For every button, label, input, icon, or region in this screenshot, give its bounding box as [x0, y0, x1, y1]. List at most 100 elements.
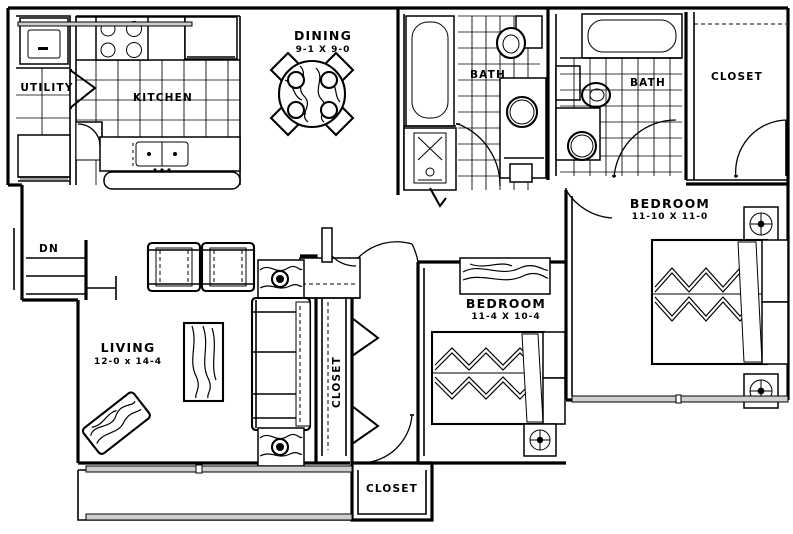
patio-rail-bottom [85, 513, 353, 521]
patio-rail-top [85, 465, 353, 473]
end-table-b [257, 427, 305, 467]
closet-1: CLOSET [684, 12, 789, 186]
place-setting [286, 70, 306, 90]
utility-bifold-door[interactable] [69, 69, 97, 109]
room-label-bedroom-2: BEDROOM [466, 296, 546, 311]
patio-door-marker [195, 464, 203, 474]
room-label-kitchen: KITCHEN [133, 92, 193, 104]
place-setting [319, 70, 339, 90]
armchair-b [200, 241, 256, 293]
sink-drain [173, 152, 177, 156]
accent-chair-grain [90, 400, 142, 444]
washer-drum [27, 29, 61, 59]
room-dim-bedroom-1: 11-10 X 11-0 [632, 212, 709, 222]
room-label-closet-3: CLOSET [366, 483, 418, 495]
closet3-door[interactable] [359, 414, 414, 464]
dresser-2 [459, 257, 551, 295]
toilet-2-seat [589, 88, 605, 102]
bedroom1-door[interactable] [565, 188, 613, 219]
vanity-1-basin [509, 99, 535, 125]
burner [126, 42, 142, 58]
bed-2-comforter-pattern [433, 347, 541, 400]
bed-2-pillow-b [542, 331, 566, 379]
living-room: LIVING 12-0 x 14-4 DN [26, 240, 312, 467]
room-label-living: LIVING [101, 340, 156, 355]
hall-closet-head [299, 257, 361, 299]
dining-room: DINING 9-1 X 9-0 [269, 28, 355, 137]
window-mullion [675, 394, 682, 404]
hall-and-closets: CLOSET CLOSET [299, 227, 434, 522]
coffee-table [182, 321, 225, 403]
room-label-closet-1: CLOSET [711, 71, 763, 83]
stairs-down-label: DN [39, 243, 59, 255]
bath1-door[interactable] [429, 123, 501, 208]
hall-door[interactable] [321, 227, 357, 267]
bathtub-1-basin [411, 21, 449, 119]
coffee-table-grain [191, 325, 217, 399]
armchair-a-seat [155, 247, 193, 287]
closet1-door[interactable] [734, 119, 789, 179]
end-table-b-grain [259, 433, 303, 457]
accent-chair [81, 391, 151, 455]
dryer [17, 134, 71, 178]
armchair-a [146, 241, 202, 293]
room-label-bath-2: BATH [630, 77, 666, 89]
utility-room: UTILITY [16, 15, 97, 185]
armchair-b-seat [209, 247, 247, 287]
end-table-a-grain [259, 265, 303, 289]
bed-1-pillow-b [761, 239, 789, 303]
sofa-back [295, 301, 311, 427]
stairs-down: DN [26, 240, 117, 300]
bed-2-pillow-c [542, 377, 566, 425]
base-cabinet [75, 121, 103, 161]
closet2-bifold-door[interactable] [351, 317, 380, 445]
faucet-fitting [153, 168, 157, 172]
end-table-a [257, 259, 305, 299]
bed-1-pillow-c [761, 301, 789, 365]
washer-control [38, 47, 48, 50]
bathtub-2-basin [587, 19, 677, 53]
bedroom-2: BEDROOM 11-4 X 10-4 [357, 241, 566, 465]
lamp-a-base [276, 275, 284, 283]
bath-1: BATH [396, 8, 547, 208]
burner [100, 42, 116, 58]
room-label-dining: DINING [294, 28, 352, 43]
bedroom2-door[interactable] [357, 241, 419, 263]
sink-drain [147, 152, 151, 156]
room-dim-living: 12-0 x 14-4 [94, 357, 162, 367]
faucet-fitting [160, 168, 164, 172]
lamp-1a-base [757, 220, 765, 228]
coffee-table-top [182, 321, 225, 403]
bath2-door[interactable] [612, 119, 677, 179]
counter-bar [103, 171, 241, 190]
room-label-closet-2: CLOSET [331, 356, 343, 408]
room-dim-bedroom-2: 11-4 X 10-4 [471, 312, 540, 322]
dresser-2-top-detail [462, 263, 549, 281]
bath-2: BATH [546, 8, 683, 180]
kitchen: KITCHEN [75, 15, 241, 190]
refrigerator [184, 16, 238, 60]
room-label-utility: UTILITY [20, 82, 73, 94]
door-leaf [321, 227, 333, 263]
fixture-knob [425, 167, 435, 177]
lamp-1b-base [757, 387, 765, 395]
bedroom-1: BEDROOM 11-10 X 11-0 [564, 188, 789, 409]
sofa [250, 296, 312, 432]
place-setting [286, 100, 306, 120]
lamp-2-base [536, 436, 544, 444]
toilet-1-seat [502, 34, 520, 54]
room-dim-dining: 9-1 X 9-0 [296, 45, 351, 55]
patio [85, 464, 353, 521]
windows [17, 21, 789, 404]
room-label-bedroom-1: BEDROOM [630, 196, 710, 211]
place-setting [319, 100, 339, 120]
vanity-1-base [509, 163, 533, 183]
room-label-bath-1: BATH [470, 69, 506, 81]
faucet-fitting [167, 168, 171, 172]
toilet-2-tank [555, 65, 581, 101]
vanity-2-basin [570, 134, 594, 158]
kitchen-window-band [17, 21, 193, 27]
dining-table [277, 59, 347, 129]
